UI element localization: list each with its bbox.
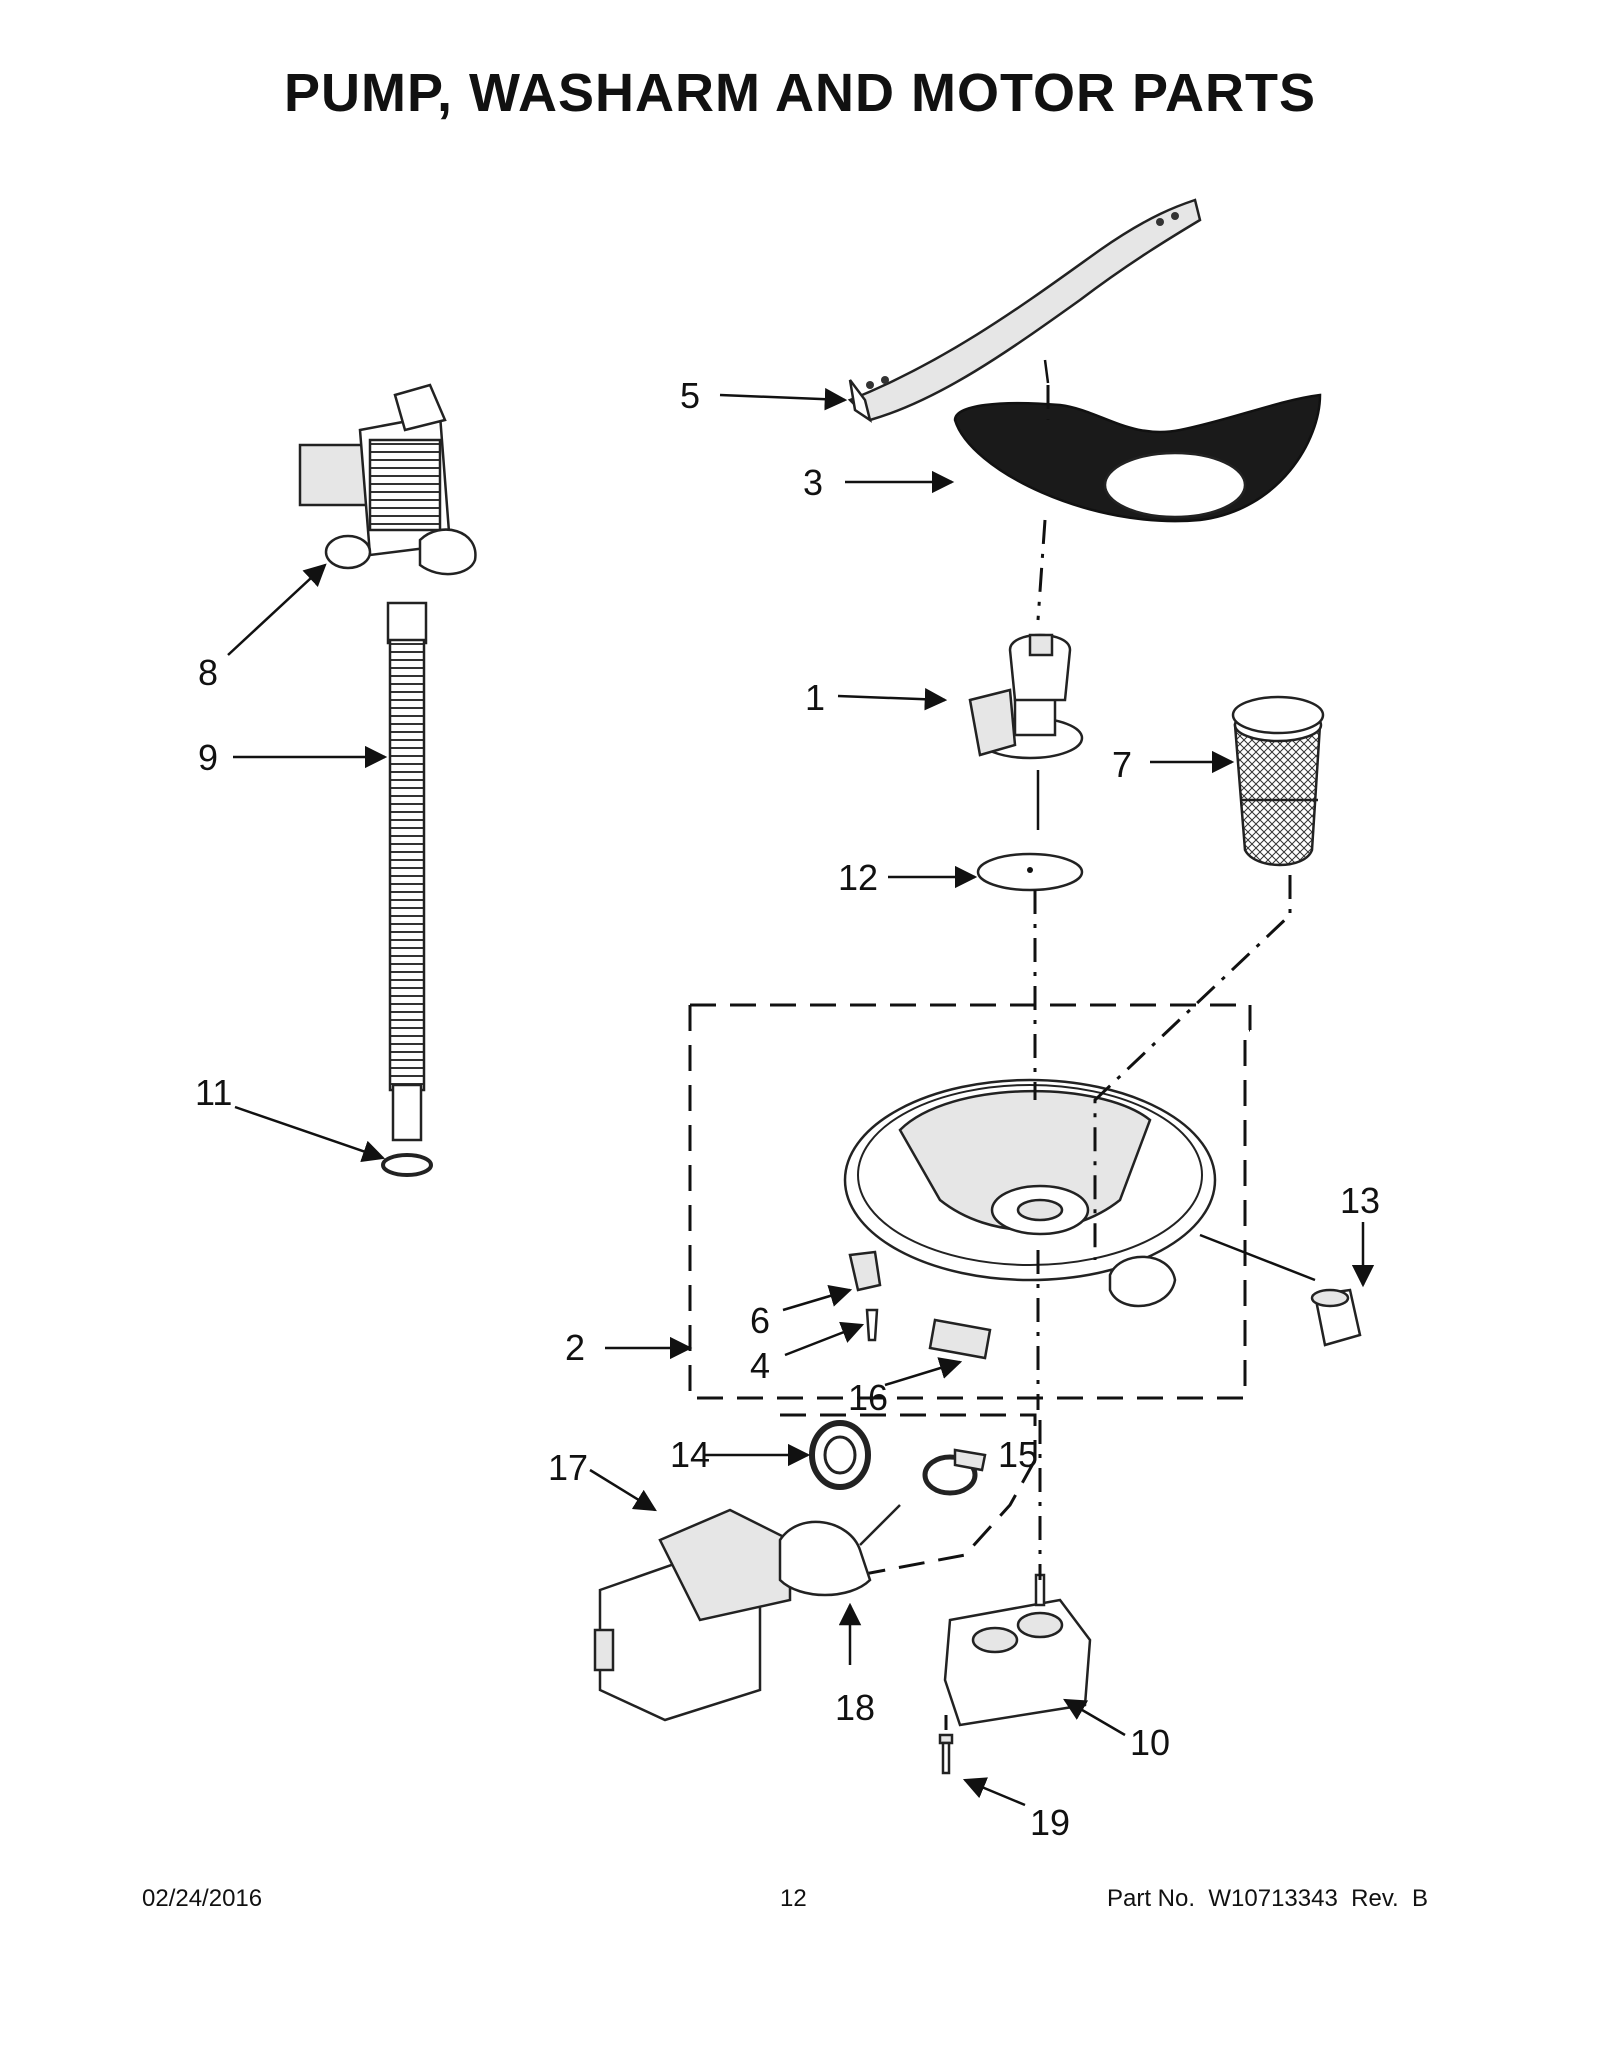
page-title: PUMP, WASHARM AND MOTOR PARTS xyxy=(283,63,1317,123)
motor-part xyxy=(298,383,477,576)
spray-shield-part xyxy=(953,393,1322,523)
callout-12: 12 xyxy=(838,857,878,898)
footer-date: 02/24/2016 xyxy=(142,1885,263,1912)
screw-part xyxy=(938,1733,954,1775)
clamp-part xyxy=(381,1153,433,1177)
disc-part xyxy=(976,852,1084,892)
pump-part xyxy=(593,1504,901,1722)
sump-assembly-part xyxy=(843,1078,1316,1308)
callout-5: 5 xyxy=(680,375,700,416)
callout-10: 10 xyxy=(1130,1722,1170,1763)
seal-ring-part xyxy=(809,1420,871,1490)
callout-14: 14 xyxy=(670,1434,710,1475)
filter-basket-part xyxy=(1231,695,1325,867)
sensor-part xyxy=(1310,1288,1362,1347)
small-parts xyxy=(848,1250,992,1360)
callout-8: 8 xyxy=(198,652,218,693)
footer-part-number: Part No. W10713343 Rev. B xyxy=(1107,1885,1429,1912)
callout-19: 19 xyxy=(1030,1802,1070,1843)
callout-2: 2 xyxy=(565,1327,585,1368)
callout-16: 16 xyxy=(848,1377,888,1418)
callout-17: 17 xyxy=(548,1447,588,1488)
manifold-part xyxy=(968,633,1084,830)
diverter-motor-part xyxy=(943,1573,1092,1727)
callout-4: 4 xyxy=(750,1345,770,1386)
callout-leaders xyxy=(227,387,1375,1807)
callout-3: 3 xyxy=(803,462,823,503)
hose-clamp-part xyxy=(922,1448,987,1496)
callout-7: 7 xyxy=(1112,744,1132,785)
callout-1: 1 xyxy=(805,677,825,718)
wash-arm-part xyxy=(847,198,1202,423)
callout-13: 13 xyxy=(1340,1180,1380,1221)
callout-6: 6 xyxy=(750,1300,770,1341)
callout-15: 15 xyxy=(998,1434,1038,1475)
hose-part xyxy=(386,601,428,1142)
callout-11: 11 xyxy=(195,1072,232,1113)
callout-18: 18 xyxy=(835,1687,875,1728)
callout-labels: 5 3 8 9 1 7 12 11 13 6 2 4 16 14 15 17 1… xyxy=(195,375,1380,1843)
callout-9: 9 xyxy=(198,737,218,778)
alignment-lines xyxy=(944,385,1292,1730)
footer-page-number: 12 xyxy=(780,1885,807,1912)
